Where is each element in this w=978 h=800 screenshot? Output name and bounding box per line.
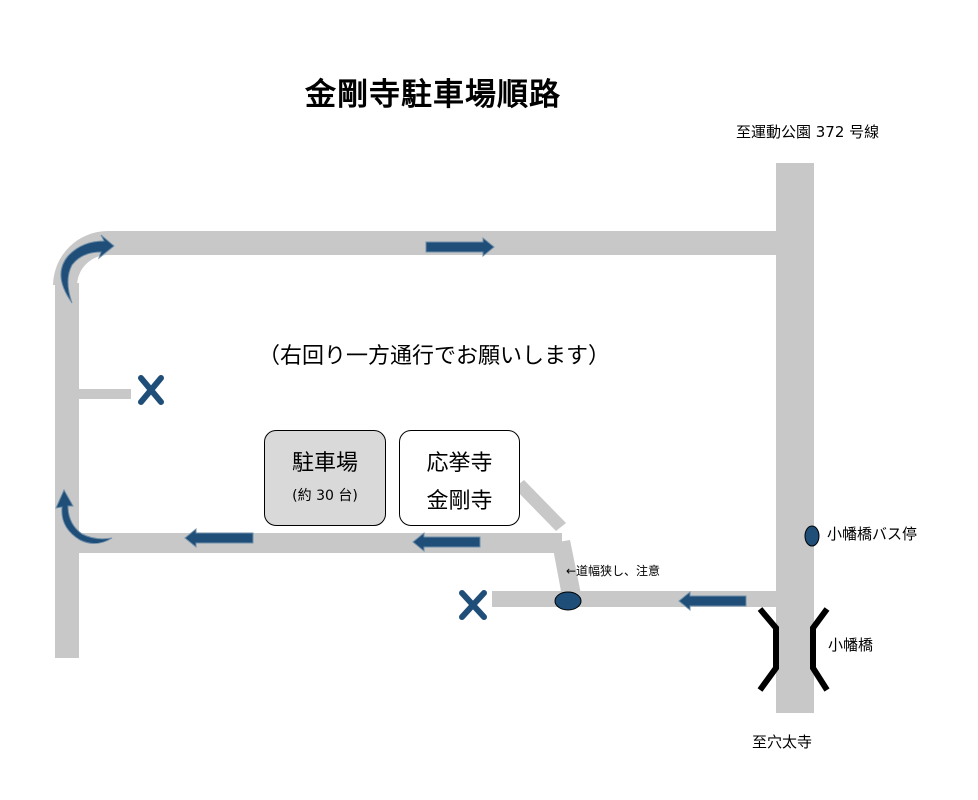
temple-name-line1: 応挙寺 <box>426 451 493 476</box>
destination-north-label: 至運動公園 372 号線 <box>736 123 880 141</box>
parking-road <box>79 533 562 553</box>
left-road <box>55 283 79 658</box>
u-turn-arrow-icon <box>60 234 115 304</box>
parking-lot-capacity: (約 30 台) <box>292 488 358 504</box>
u-turn-arrows <box>55 234 115 544</box>
direction-arrows <box>184 236 747 612</box>
no-entry-marks <box>138 375 487 620</box>
left-spur-road <box>79 389 131 399</box>
left-arrow-icon <box>678 590 747 612</box>
one-way-notice: （右回り一方通行でお願いします） <box>258 344 611 369</box>
map-title: 金剛寺駐車場順路 <box>305 77 561 113</box>
temple-entrance-driveway <box>514 480 566 531</box>
temple-box: 応挙寺 金剛寺 <box>399 430 520 526</box>
parking-lot-box: 駐車場 (約 30 台) <box>264 430 386 526</box>
bridge-label: 小幡橋 <box>828 636 874 654</box>
destination-south-label: 至穴太寺 <box>752 733 813 751</box>
bus-stop-label: 小幡橋バス停 <box>827 525 918 543</box>
temple-name-line2: 金剛寺 <box>426 489 493 514</box>
junction-marker-icon <box>554 591 582 611</box>
bus-stop-marker-icon <box>804 525 820 547</box>
right-arrow-icon <box>425 236 495 258</box>
no-entry-x-icon <box>138 375 164 405</box>
parking-lot-name: 駐車場 <box>291 451 358 476</box>
u-turn-arrow-icon <box>55 488 113 544</box>
left-arrow-icon <box>184 527 254 549</box>
no-entry-x-icon <box>459 590 487 620</box>
narrow-connector-road <box>552 540 582 602</box>
bridge-railing-icon <box>757 607 830 692</box>
left-arrow-icon <box>412 531 481 553</box>
narrow-road-note: ←道幅狭し、注意 <box>566 564 661 578</box>
